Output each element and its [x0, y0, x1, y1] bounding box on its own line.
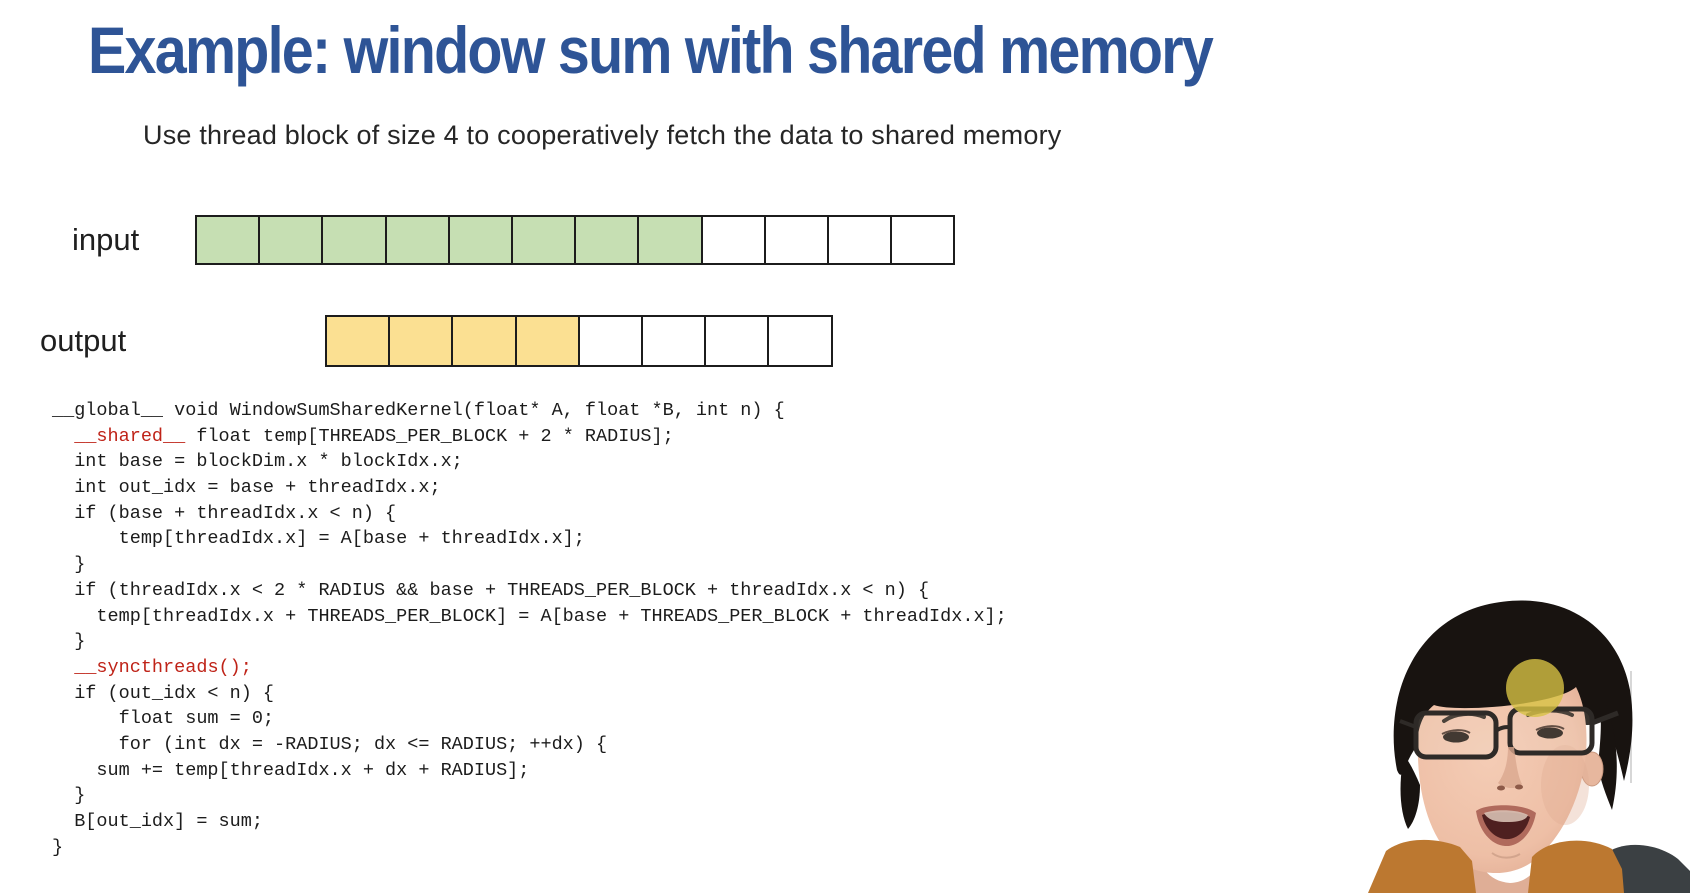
- code-line: __shared__ float temp[THREADS_PER_BLOCK …: [74, 425, 674, 447]
- presenter-webcam: [1368, 600, 1690, 893]
- presenter-nostril-left: [1497, 785, 1505, 791]
- output-cell: [577, 315, 643, 367]
- input-cell: [258, 215, 324, 265]
- output-cell-row: [325, 315, 833, 367]
- slide-title: Example: window sum with shared memory: [88, 13, 1214, 87]
- presenter-eye-right: [1537, 727, 1563, 739]
- input-row-label: input: [72, 222, 140, 257]
- presenter-hair-sideburn: [1400, 755, 1420, 829]
- code-line: temp[threadIdx.x] = A[base + threadIdx.x…: [52, 528, 585, 550]
- code-line: if (out_idx < n) {: [52, 682, 275, 704]
- code-line: if (base + threadIdx.x < n) {: [52, 502, 397, 524]
- input-cell: [195, 215, 261, 265]
- code-line: __global__ void WindowSumSharedKernel(fl…: [52, 400, 785, 421]
- code-line: for (int dx = -RADIUS; dx <= RADIUS; ++d…: [52, 733, 608, 755]
- input-cell: [447, 215, 513, 265]
- code-line: }: [52, 785, 86, 807]
- code-line: __syncthreads();: [74, 656, 252, 678]
- output-cell: [388, 315, 454, 367]
- presenter-eyelid-right: [1535, 725, 1565, 731]
- cuda-code-block: __global__ void WindowSumSharedKernel(fl…: [52, 398, 1007, 860]
- code-line: }: [52, 836, 64, 858]
- input-cell: [321, 215, 387, 265]
- presenter-chin-crease: [1491, 852, 1521, 859]
- presenter-hair-right: [1598, 705, 1617, 810]
- code-line: if (threadIdx.x < 2 * RADIUS && base + T…: [52, 579, 930, 601]
- presenter-hoodie-left: [1368, 839, 1476, 893]
- code-line: temp[threadIdx.x + THREADS_PER_BLOCK] = …: [52, 605, 1007, 627]
- presenter-glasses: [1399, 706, 1619, 760]
- output-cell: [514, 315, 580, 367]
- presenter-nostril-right: [1515, 784, 1523, 790]
- presenter-teeth: [1484, 810, 1528, 822]
- input-cell: [510, 215, 577, 265]
- presenter-hoodie-right: [1528, 840, 1624, 893]
- code-line: B[out_idx] = sum;: [52, 811, 263, 832]
- input-cell: [763, 215, 829, 265]
- input-cell: [574, 215, 640, 265]
- code-line: int base = blockDim.x * blockIdx.x;: [52, 451, 463, 473]
- output-cell: [704, 315, 770, 367]
- code-line: }: [52, 554, 86, 576]
- input-cell: [637, 215, 703, 265]
- highlight-circle: [1506, 659, 1564, 717]
- output-cell: [325, 315, 391, 367]
- input-cell: [384, 215, 450, 265]
- output-row-label: output: [40, 323, 127, 358]
- input-cell: [826, 215, 893, 265]
- presenter-eye-left: [1443, 731, 1469, 743]
- output-cell: [640, 315, 707, 367]
- output-cell: [451, 315, 517, 367]
- presenter-eyelid-left: [1441, 729, 1471, 735]
- presenter-cheek-shading: [1541, 745, 1589, 825]
- code-line: int out_idx = base + threadIdx.x;: [52, 477, 441, 499]
- output-cell: [767, 315, 833, 367]
- presenter-neck: [1472, 835, 1546, 893]
- presenter-nose: [1498, 747, 1522, 789]
- code-line: }: [52, 631, 86, 653]
- code-line: sum += temp[threadIdx.x + dx + RADIUS];: [52, 759, 530, 781]
- input-cell: [700, 215, 766, 265]
- slide-subtitle: Use thread block of size 4 to cooperativ…: [143, 120, 1062, 150]
- input-cell: [890, 215, 956, 265]
- input-cell-row: [195, 215, 956, 265]
- code-line: float sum = 0;: [52, 708, 275, 730]
